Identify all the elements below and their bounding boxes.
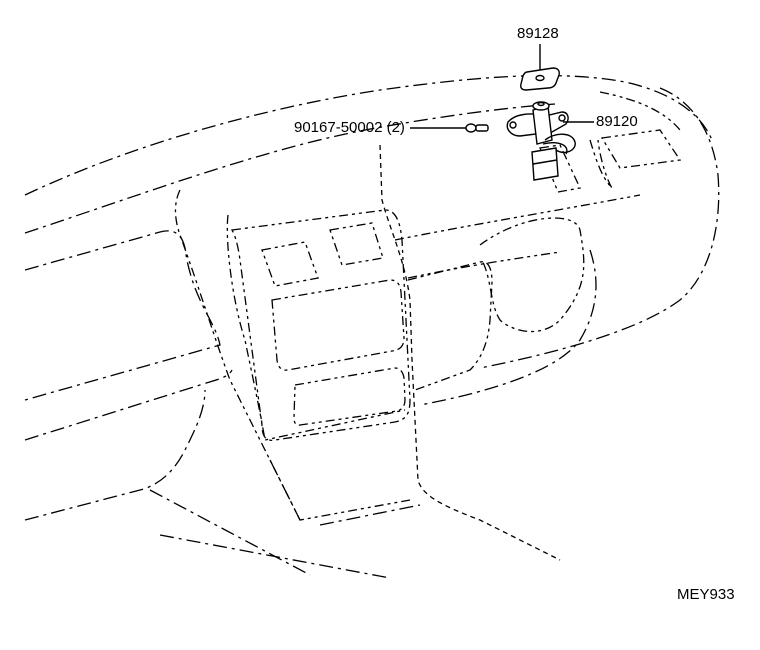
audio-unit-opening xyxy=(271,279,405,371)
callout-89120: 89120 xyxy=(596,113,638,130)
left-upper-panel xyxy=(24,230,221,401)
left-floor-line xyxy=(149,489,311,576)
left-air-vent xyxy=(261,241,319,287)
mount-bolt-hole-left xyxy=(509,121,517,129)
bracket-plate-89128 xyxy=(520,67,560,91)
right-air-vent xyxy=(329,222,384,266)
sensor-connector xyxy=(531,147,559,181)
center-console-floor xyxy=(269,459,301,521)
sensor-body xyxy=(532,105,553,145)
sensor-top-eye xyxy=(537,101,545,107)
dashboard-right-curve xyxy=(479,87,720,369)
glove-box-handle-area xyxy=(479,217,585,333)
dashboard-top-edge xyxy=(24,74,713,196)
center-bezel xyxy=(230,209,411,441)
figure-code: MEY933 xyxy=(677,586,735,603)
bracket-hole xyxy=(535,74,545,82)
bolt-head-icon xyxy=(465,123,477,133)
glove-box xyxy=(407,261,493,391)
right-lower-panel xyxy=(419,249,597,406)
defroster-vent-1 xyxy=(539,144,581,193)
left-floor-line-2 xyxy=(159,534,391,579)
defroster-vent-3 xyxy=(600,129,682,169)
left-lower-panel xyxy=(24,369,233,441)
climate-control-opening xyxy=(293,367,406,426)
dash-upper-panel-line xyxy=(394,194,641,241)
mount-bolt-hole-right xyxy=(558,114,566,122)
connector-ridge xyxy=(532,159,558,165)
center-stack-base xyxy=(319,504,421,526)
dashboard-right-inner xyxy=(599,91,681,131)
sensor-wire-harness-2 xyxy=(542,142,568,155)
callout-89128: 89128 xyxy=(517,25,559,42)
center-stack-edge xyxy=(226,214,406,441)
defroster-vent-2 xyxy=(589,139,613,189)
dash-mid-line xyxy=(407,251,561,279)
sensor-wire-harness xyxy=(544,133,576,154)
dashboard-top-inner-edge xyxy=(24,103,556,234)
center-stack-outer xyxy=(174,189,411,521)
bolt-shank xyxy=(475,124,489,132)
callout-90167-50002: 90167-50002 (2) xyxy=(294,119,405,136)
left-knee-bolster xyxy=(24,389,206,521)
